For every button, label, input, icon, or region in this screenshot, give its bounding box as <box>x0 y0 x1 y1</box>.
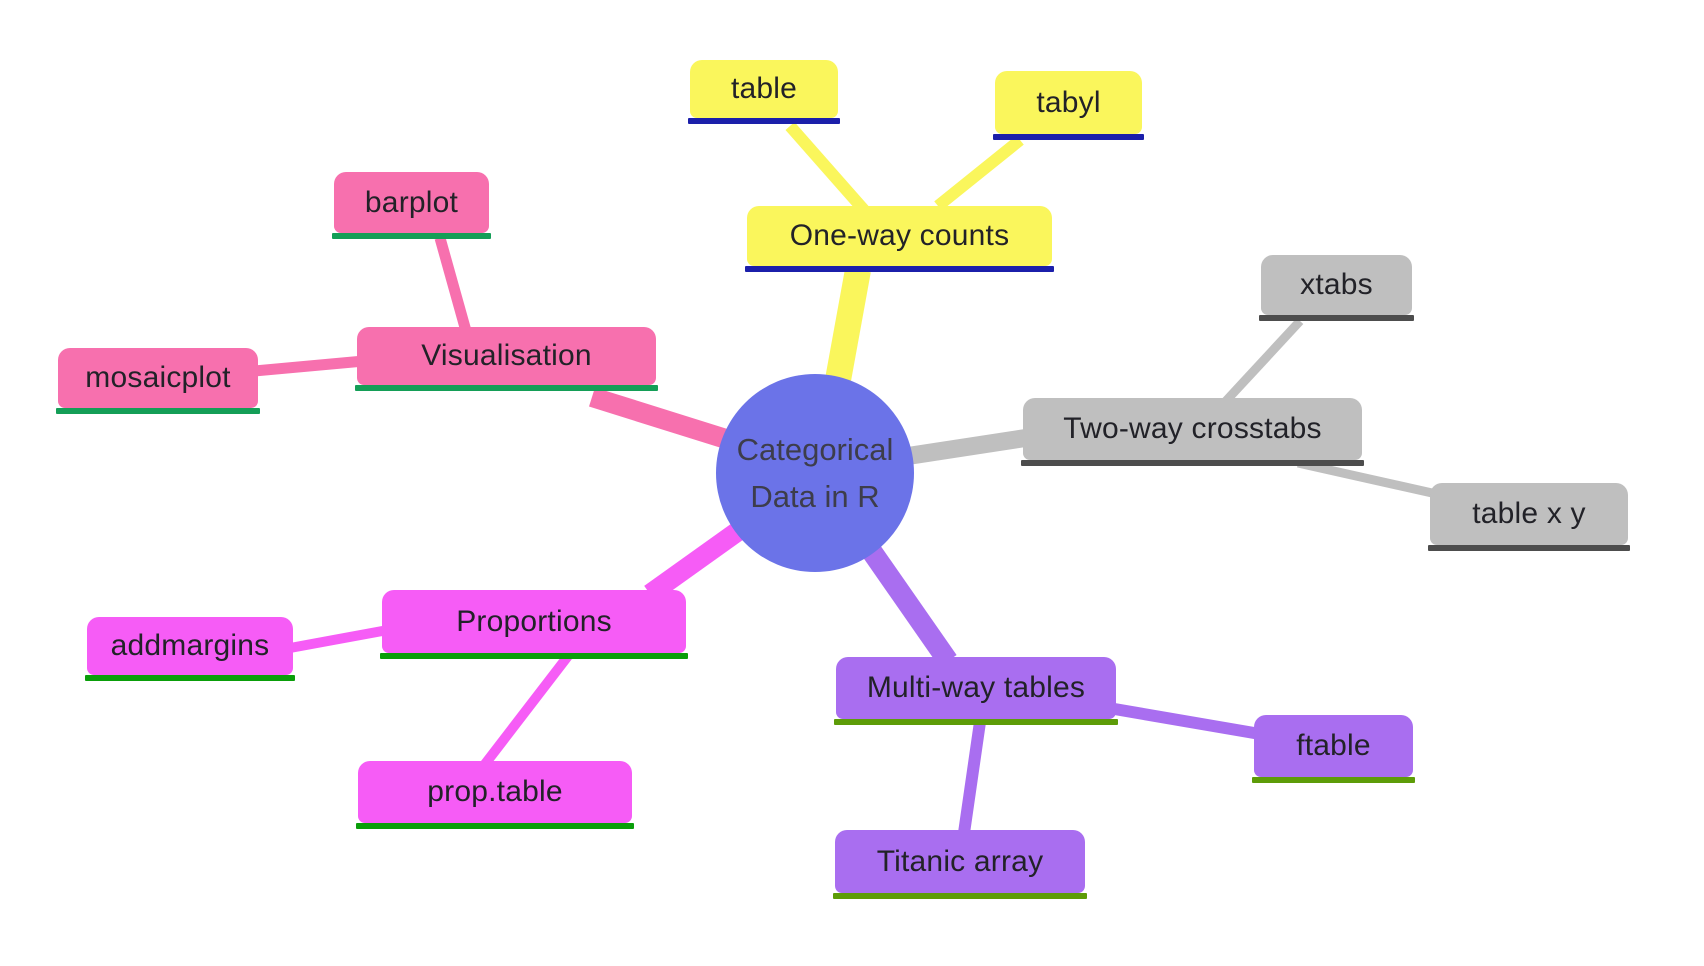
central-topic-line2: Data in R <box>750 479 880 514</box>
node-table[interactable]: table <box>688 60 840 124</box>
edge-visual-main <box>589 387 729 449</box>
node-ftable[interactable]: ftable <box>1252 715 1415 783</box>
node-underline <box>1428 545 1630 551</box>
edge-oneway-tabyl <box>934 135 1024 211</box>
node-label: Proportions <box>456 604 612 638</box>
edge-visual-mosaicplot <box>253 355 365 377</box>
node-titanic-array[interactable]: Titanic array <box>833 830 1087 899</box>
node-tabyl[interactable]: tabyl <box>993 71 1144 140</box>
central-topic-line1: Categorical <box>736 432 894 467</box>
node-underline <box>1021 460 1364 466</box>
node-underline <box>332 233 491 239</box>
node-label: Titanic array <box>876 844 1044 878</box>
edge-proportions-main <box>644 520 747 603</box>
node-underline <box>85 675 295 681</box>
node-multi-way-tables[interactable]: Multi-way tables <box>834 657 1118 725</box>
node-label: mosaicplot <box>85 361 231 394</box>
edge-twoway-main <box>906 428 1034 465</box>
node-label: Multi-way tables <box>866 671 1086 704</box>
edge-proportions-addmargins <box>289 625 389 653</box>
node-underline <box>833 893 1087 899</box>
edge-twoway-tablexy <box>1297 458 1451 502</box>
node-label: One-way counts <box>789 219 1010 252</box>
node-label: xtabs <box>1300 268 1373 301</box>
node-one-way-counts[interactable]: One-way counts <box>745 206 1054 272</box>
node-underline <box>745 266 1054 272</box>
node-table-x-y[interactable]: table x y <box>1428 483 1630 551</box>
node-underline <box>355 385 658 391</box>
central-topic[interactable]: Categorical Data in R <box>716 374 914 572</box>
node-proportions[interactable]: Proportions <box>380 590 688 659</box>
node-underline <box>1252 777 1415 783</box>
edge-visual-barplot <box>434 236 472 333</box>
edge-oneway-main <box>825 267 871 383</box>
node-prop-table[interactable]: prop.table <box>356 761 634 829</box>
node-label: prop.table <box>427 775 563 808</box>
edge-multiway-ftable <box>1095 700 1262 740</box>
node-mosaicplot[interactable]: mosaicplot <box>56 348 260 414</box>
node-underline <box>356 823 634 829</box>
node-underline <box>688 118 840 124</box>
edge-oneway-table <box>785 122 869 214</box>
node-two-way-crosstabs[interactable]: Two-way crosstabs <box>1021 398 1364 466</box>
node-label: ftable <box>1296 729 1371 762</box>
node-visualisation[interactable]: Visualisation <box>355 327 658 391</box>
node-underline <box>834 719 1118 725</box>
node-underline <box>56 408 260 414</box>
edge-proportions-proptable <box>481 652 572 768</box>
node-label: Visualisation <box>421 339 592 372</box>
node-label: table x y <box>1472 497 1586 530</box>
node-underline <box>1259 315 1414 321</box>
node-label: barplot <box>364 185 459 219</box>
node-label: table <box>730 72 798 105</box>
node-barplot[interactable]: barplot <box>332 172 491 239</box>
node-underline <box>380 653 688 659</box>
node-label: addmargins <box>110 629 270 662</box>
edge-multiway-titanic <box>958 721 986 834</box>
node-label: tabyl <box>1036 85 1101 119</box>
node-label: Two-way crosstabs <box>1063 412 1322 445</box>
node-underline <box>993 134 1144 140</box>
node-xtabs[interactable]: xtabs <box>1259 255 1414 321</box>
edge-twoway-xtabs <box>1221 317 1304 406</box>
node-addmargins[interactable]: addmargins <box>85 617 295 681</box>
edge-multiway-main <box>861 542 957 668</box>
